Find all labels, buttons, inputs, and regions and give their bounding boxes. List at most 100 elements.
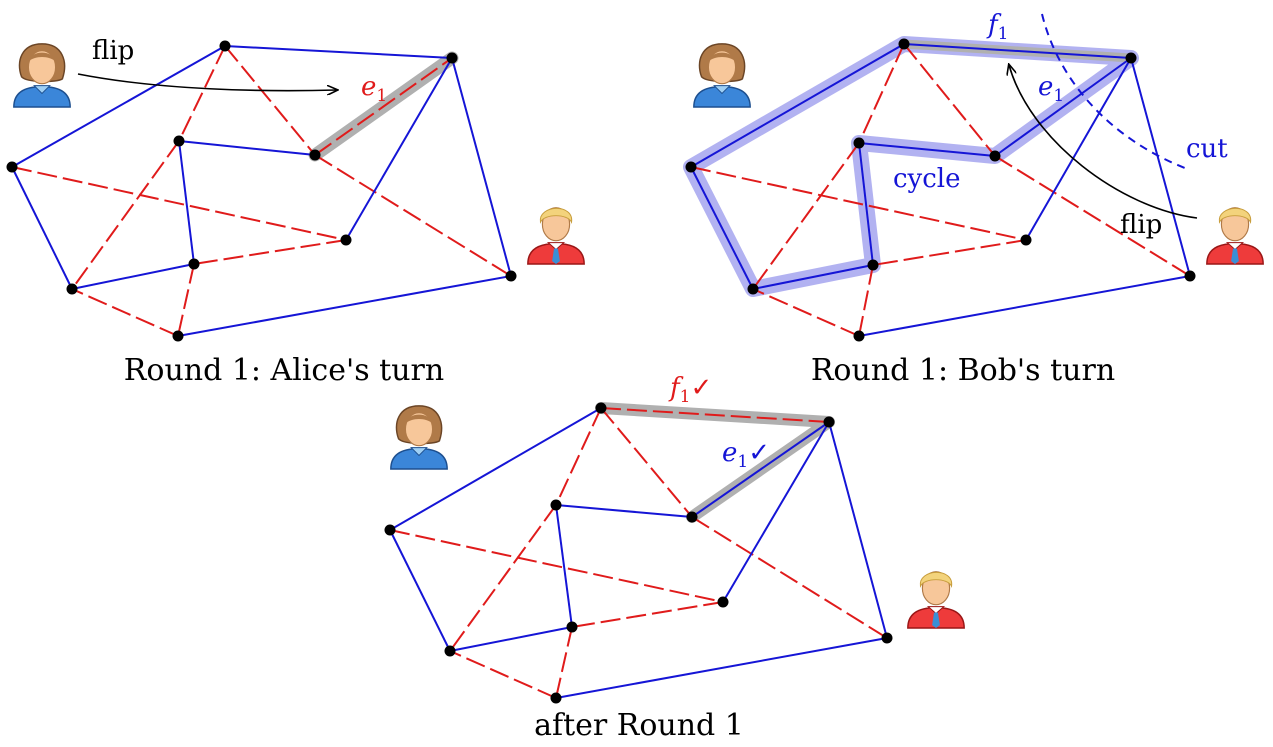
blue-edge — [451, 57, 512, 277]
vertex — [867, 259, 879, 271]
vertex — [219, 40, 231, 52]
panel-bob-turn: cut flip f1 e1 cycle Round 1: Bob's turn — [683, 10, 1264, 388]
vertex — [66, 283, 78, 295]
blue-edge — [555, 637, 888, 699]
red-graph-edges — [11, 45, 512, 337]
blue-edge — [722, 421, 830, 603]
edge-e1-label: e1✓ — [722, 438, 770, 472]
panel-alice-turn: flip e1 Round 1: Alice's turn — [6, 36, 585, 388]
vertex — [446, 52, 458, 64]
red-edge — [555, 407, 602, 506]
vertex — [384, 524, 396, 536]
blue-edge-f1 — [903, 43, 1132, 59]
red-edge — [994, 155, 1191, 277]
graph-vertices — [685, 38, 1196, 342]
cycle-label: cycle — [893, 164, 961, 194]
cut-curve — [1041, 13, 1191, 171]
red-edge — [600, 407, 693, 518]
blue-edge — [1025, 57, 1132, 241]
blue-edge — [690, 43, 905, 168]
vertex — [898, 38, 910, 50]
blue-edge — [1130, 57, 1191, 277]
blue-edge — [858, 275, 1191, 337]
alice-avatar-icon — [693, 43, 751, 108]
red-edge — [691, 516, 888, 639]
blue-edge — [178, 140, 195, 265]
red-edge — [903, 43, 996, 157]
vertex — [595, 402, 607, 414]
bob-avatar-icon — [1206, 206, 1264, 265]
red-edge — [858, 43, 905, 144]
caption-after-round: after Round 1 — [534, 708, 744, 742]
red-edge — [449, 650, 557, 699]
bob-avatar-icon — [907, 570, 965, 629]
red-edge — [571, 601, 724, 628]
red-edge — [314, 154, 512, 277]
vertex — [881, 632, 893, 644]
flip-label: flip — [1120, 210, 1162, 240]
blue-edge-e1 — [994, 57, 1132, 157]
red-edge — [71, 140, 180, 290]
cut-label: cut — [1186, 134, 1228, 164]
bob-avatar-icon — [527, 206, 585, 265]
blue-edge — [858, 142, 874, 266]
blue-edge — [11, 166, 73, 290]
vertex — [1020, 234, 1032, 246]
graph-vertices — [6, 40, 517, 342]
red-edge — [449, 504, 557, 652]
vertex — [309, 149, 321, 161]
red-edge-f1 — [600, 407, 830, 423]
vertex — [747, 283, 759, 295]
blue-edge — [858, 142, 996, 157]
red-edge — [389, 529, 724, 603]
alice-avatar-icon — [13, 43, 71, 108]
red-edge — [11, 166, 347, 241]
blue-edge — [752, 264, 874, 290]
vertex — [173, 135, 185, 147]
vertex — [444, 645, 456, 657]
vertex — [853, 137, 865, 149]
flip-arrow — [1009, 65, 1198, 219]
blue-edge — [828, 421, 888, 639]
red-edge — [858, 264, 874, 337]
vertex — [1125, 52, 1137, 64]
red-edge — [178, 45, 226, 142]
vertex — [717, 596, 729, 608]
edge-f1-label: f1 — [986, 10, 1008, 44]
red-edge — [752, 142, 860, 290]
edge-e1-label: e1 — [361, 72, 387, 106]
vertex — [505, 270, 517, 282]
vertex — [566, 621, 578, 633]
vertex — [989, 150, 1001, 162]
blue-edge — [178, 140, 316, 156]
red-edge-e1 — [314, 57, 453, 156]
blue-edge — [11, 45, 226, 168]
vertex — [172, 330, 184, 342]
blue-edge — [345, 57, 453, 241]
caption-bob-turn: Round 1: Bob's turn — [811, 353, 1115, 388]
blue-edge — [224, 45, 453, 59]
vertex — [823, 416, 835, 428]
caption-alice-turn: Round 1: Alice's turn — [124, 353, 444, 388]
red-graph-edges — [389, 407, 888, 699]
vertex — [550, 692, 562, 704]
red-edge — [872, 239, 1027, 266]
vertex — [685, 161, 697, 173]
red-edge — [224, 45, 316, 156]
vertex — [188, 258, 200, 270]
red-edge — [71, 288, 179, 337]
alice-avatar-icon — [390, 405, 448, 470]
blue-edge — [71, 263, 195, 290]
blue-edge — [555, 504, 693, 518]
red-edge — [193, 239, 347, 265]
blue-edge — [555, 504, 573, 628]
red-edge — [177, 263, 195, 337]
flip-arrow — [77, 73, 337, 91]
red-edge — [690, 166, 1027, 241]
vertex — [1184, 270, 1196, 282]
panel-after-round: f1✓ e1✓ after Round 1 — [384, 373, 965, 743]
red-edge — [752, 288, 860, 337]
vertex — [550, 499, 562, 511]
vertex — [686, 511, 698, 523]
